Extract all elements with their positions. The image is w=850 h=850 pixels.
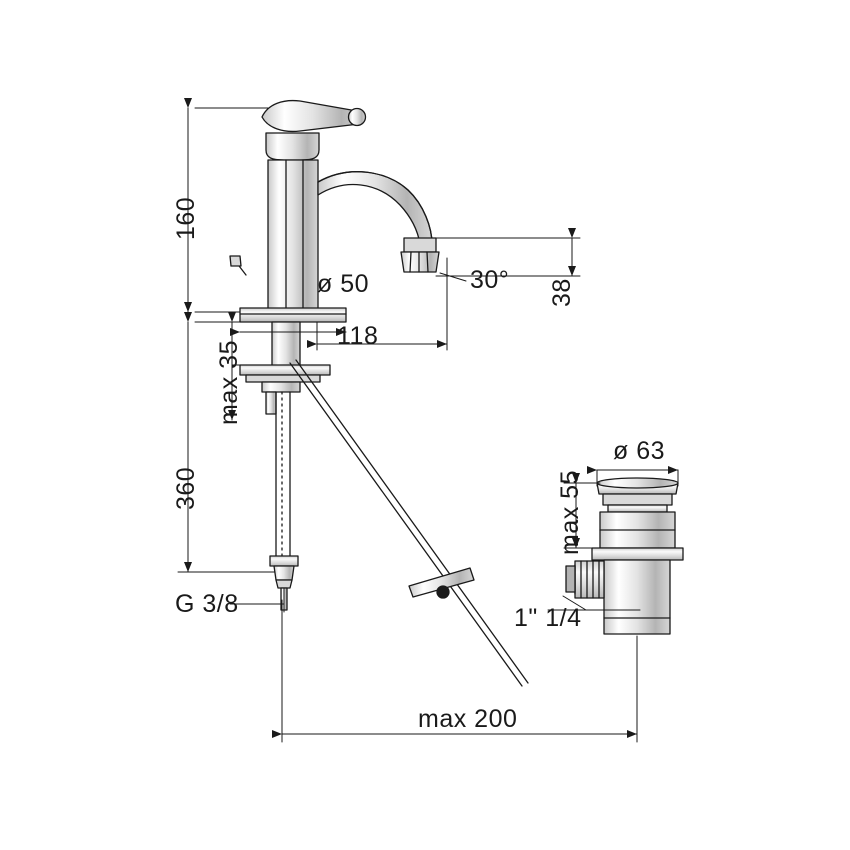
dimension-angle-30: 30°: [470, 266, 510, 294]
dimension-thread-1-1-4: 1" 1/4: [514, 604, 582, 632]
dimension-length-118: 118: [337, 322, 379, 350]
dimension-height-360: 360: [172, 466, 200, 510]
dimension-height-38: 38: [548, 278, 576, 307]
dimension-max-200: max 200: [418, 705, 518, 733]
dimension-lines: [177, 98, 679, 743]
dimension-diameter-63: ø 63: [613, 437, 666, 465]
dimension-max-35: max 35: [215, 340, 243, 425]
dimension-max-55: max 55: [556, 470, 584, 555]
dimension-thread-g38: G 3/8: [175, 590, 239, 618]
dimension-height-160: 160: [172, 196, 200, 240]
lift-rod: [289, 359, 529, 687]
dimension-diameter-50: ø 50: [317, 270, 370, 298]
waste-assembly: [565, 477, 684, 635]
tap-lever: [261, 99, 367, 133]
